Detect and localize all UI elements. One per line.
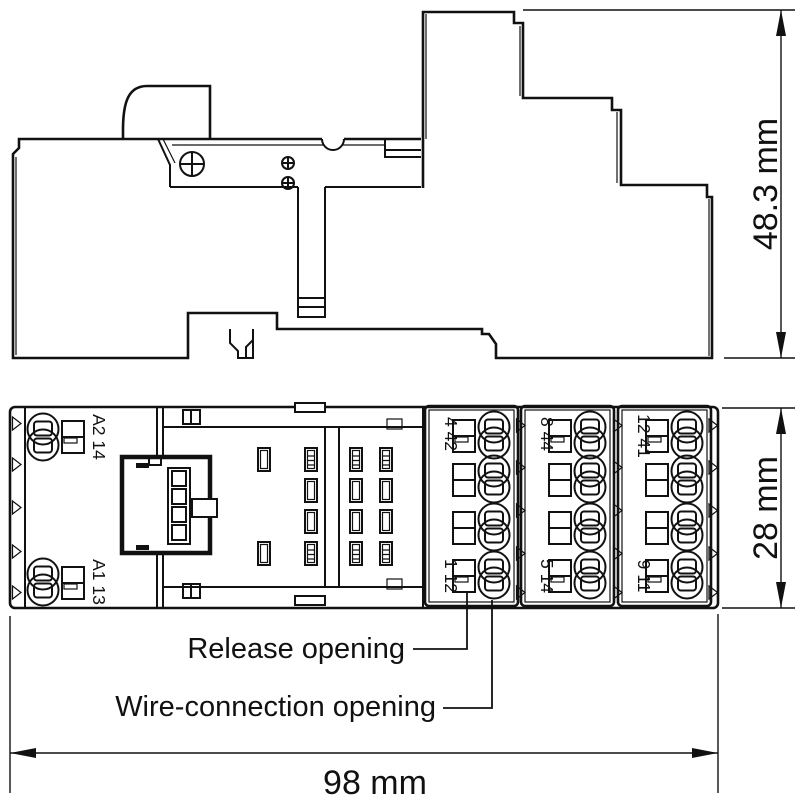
release-opening [61, 420, 85, 454]
terminal-label-1-12: 1 12 [441, 559, 461, 593]
dimension-height-front: 28 mm [722, 407, 795, 609]
annotations: Release opening Wire-connection opening [115, 593, 493, 723]
side-view [11, 10, 714, 360]
side-view-outline [11, 10, 714, 360]
retaining-clip [121, 84, 212, 139]
arrowhead-down-icon [776, 332, 786, 358]
wire-clamp [26, 557, 60, 607]
dim-label-28: 28 mm [747, 456, 785, 560]
front-view: A2 14 A1 13 4 42 1 12 8 44 5 14 [8, 402, 720, 610]
release-opening [61, 566, 85, 600]
coil-terminal-bottom: A1 13 [26, 557, 109, 607]
terminal-block-1: 4 42 1 12 [423, 404, 520, 608]
terminal-label-a2-14: A2 14 [89, 414, 109, 460]
dimension-width: 98 mm [9, 614, 719, 802]
arrowhead-down-icon [776, 582, 786, 608]
dim-label-98: 98 mm [323, 764, 427, 802]
terminal-block-2: 8 44 5 14 [519, 404, 616, 608]
wire-clamp [26, 412, 60, 462]
terminal-label-12-41: 12 41 [634, 414, 654, 458]
arrowhead-up-icon [776, 10, 786, 36]
left-strip-notches [11, 416, 22, 600]
terminal-label-4-42: 4 42 [441, 417, 461, 451]
release-opening-label: Release opening [187, 633, 405, 665]
coil-terminal-top: A2 14 [26, 412, 109, 462]
arrowhead-left-icon [10, 748, 36, 758]
dimension-height-side: 48.3 mm [523, 9, 795, 359]
arrowhead-up-icon [776, 408, 786, 434]
dim-label-48-3: 48.3 mm [747, 118, 785, 250]
center-post [297, 187, 326, 318]
release-leader-line [413, 593, 468, 650]
terminal-label-5-14: 5 14 [537, 559, 557, 593]
flange-notch [321, 138, 345, 151]
flange-front-edge [157, 138, 171, 187]
terminal-block-3: 12 41 9 11 [616, 404, 713, 608]
terminal-label-9-11: 9 11 [634, 560, 654, 593]
relay-connector [119, 454, 218, 556]
arrowhead-right-icon [692, 748, 718, 758]
wire-leader-line [443, 600, 493, 709]
wire-connection-opening-label: Wire-connection opening [115, 691, 436, 723]
socket-housing [8, 405, 720, 610]
screw-icon [179, 151, 295, 190]
terminal-label-8-44: 8 44 [537, 417, 557, 451]
din-rail-hook [229, 329, 254, 359]
terminal-label-a1-13: A1 13 [89, 559, 109, 605]
